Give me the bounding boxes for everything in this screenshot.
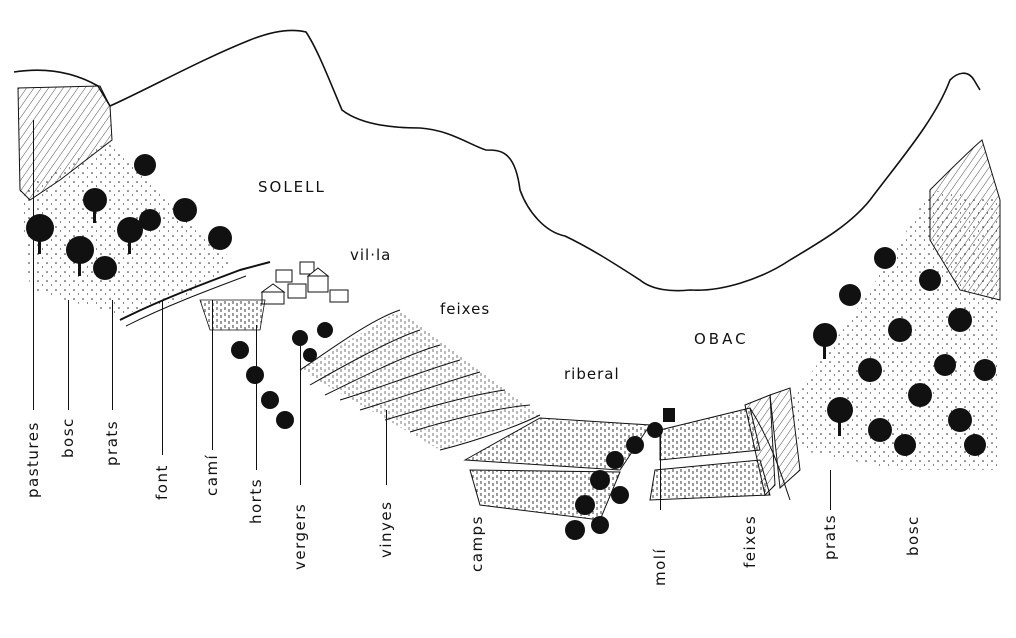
riberal-trees — [565, 422, 663, 540]
right-forest-trees — [813, 247, 996, 456]
moli-building — [663, 408, 675, 422]
leader-vinyes — [386, 410, 387, 485]
label-font: font — [153, 464, 171, 500]
left-forest-trees — [26, 154, 232, 280]
label-vergers: vergers — [291, 502, 309, 570]
leader-font — [162, 300, 163, 455]
zone-label-solell: SOLELL — [258, 178, 326, 196]
label-moli: molí — [651, 547, 669, 586]
label-bosc-left: bosc — [59, 417, 77, 458]
label-cami: camí — [203, 453, 221, 496]
label-horts: horts — [247, 477, 265, 524]
label-vinyes: vinyes — [377, 500, 395, 558]
zone-label-obac: OBAC — [694, 330, 749, 348]
mountain-ridge — [13, 29, 981, 292]
label-prats-left: prats — [103, 419, 121, 466]
zone-label-villa: vil·la — [350, 246, 392, 264]
leader-prats-left — [112, 300, 113, 410]
leader-moli — [660, 425, 661, 510]
leader-cami — [212, 300, 213, 450]
leader-prats-right — [830, 470, 831, 510]
label-prats-right: prats — [821, 513, 839, 560]
leader-pastures — [33, 120, 34, 410]
leader-bosc-left — [68, 300, 69, 410]
label-pastures: pastures — [24, 421, 42, 498]
leader-vergers — [300, 335, 301, 485]
horts-vergers-plots — [231, 322, 333, 429]
village-houses — [260, 261, 349, 305]
zone-label-riberal: riberal — [564, 365, 620, 383]
label-feixes-right: feixes — [741, 514, 759, 568]
zone-label-feixes: feixes — [440, 300, 491, 318]
label-camps: camps — [468, 515, 486, 572]
cami-road — [119, 261, 271, 321]
label-bosc-right: bosc — [904, 515, 922, 556]
leader-horts — [256, 325, 257, 470]
